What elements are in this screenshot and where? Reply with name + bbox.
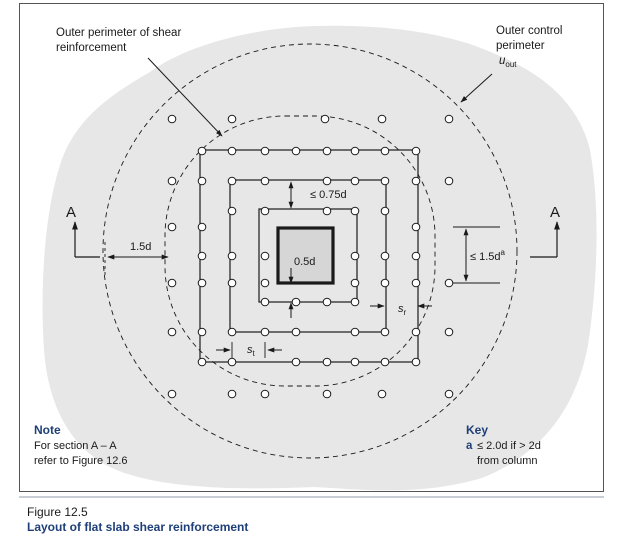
- inner-dashed-perimeter: [164, 115, 436, 387]
- key-letter: a: [466, 440, 473, 452]
- column: [276, 226, 335, 285]
- shear-links: [167, 114, 454, 399]
- label-dim-0-75d: ≤ 0.75d: [310, 189, 347, 201]
- key-heading: Key: [466, 423, 488, 437]
- section-label-a-left: A: [66, 204, 76, 221]
- note-line1: For section A – A: [34, 440, 117, 452]
- label-dim-sr: sr: [398, 303, 407, 317]
- caption-bar: [19, 496, 604, 498]
- note-line2: refer to Figure 12.6: [34, 455, 128, 467]
- label-outer-perimeter-line2: reinforcement: [56, 42, 127, 54]
- caption-title: Layout of flat slab shear reinforcement: [27, 520, 248, 534]
- label-dim-0-5d: 0.5d: [294, 256, 315, 268]
- leader-outer-perimeter: [147, 57, 223, 137]
- caption-figure-number: Figure 12.5: [27, 505, 88, 519]
- key-line2: from column: [477, 455, 538, 467]
- label-outer-control-line1: Outer control: [496, 25, 562, 37]
- section-label-a-right: A: [550, 204, 560, 221]
- leader-outer-control: [460, 73, 493, 103]
- outer-control-perimeter: [102, 43, 518, 459]
- note-heading: Note: [34, 423, 61, 437]
- label-outer-control-line2: perimeter: [496, 40, 545, 52]
- section-marker-right: [530, 221, 560, 258]
- key-line1: ≤ 2.0d if > 2d: [477, 440, 541, 452]
- label-dim-1-5d: 1.5d: [130, 241, 151, 253]
- label-outer-perimeter-line1: Outer perimeter of shear: [56, 27, 181, 39]
- label-dim-1-5d-a: ≤ 1.5da: [470, 248, 506, 263]
- label-dim-st: st: [247, 344, 256, 358]
- label-u-out: uout: [499, 55, 517, 69]
- section-marker-left: [72, 221, 100, 258]
